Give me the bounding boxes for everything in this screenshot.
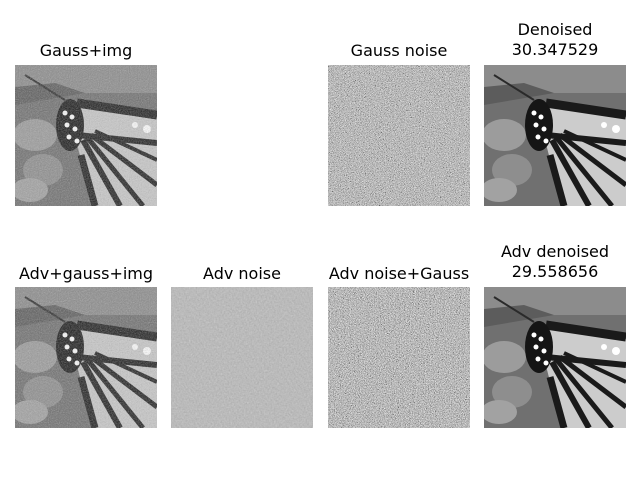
adv-gauss-img-image <box>15 287 157 428</box>
denoised-image <box>484 65 626 206</box>
adv-noise-image <box>171 287 313 428</box>
noise-overlay <box>15 65 157 206</box>
panel-title-gauss-img: Gauss+img <box>39 41 133 60</box>
panel-title-adv-noise-gauss: Adv noise+Gauss <box>328 264 470 283</box>
noise-overlay <box>15 287 157 428</box>
panel-title-adv-noise: Adv noise <box>203 264 281 283</box>
gauss-img-image <box>15 65 157 206</box>
panel-title-gauss-noise: Gauss noise <box>350 41 448 60</box>
adv-denoised-image <box>484 287 626 428</box>
butterfly-art <box>484 65 626 206</box>
noise-pattern <box>328 287 470 428</box>
panel-title-adv-denoised: Adv denoised 29.558656 <box>500 242 610 281</box>
panel-title-adv-gauss-img: Adv+gauss+img <box>18 264 154 283</box>
panel-title-denoised: Denoised 30.347529 <box>511 20 599 59</box>
noise-pattern <box>328 65 470 206</box>
gauss-noise-image <box>328 65 470 206</box>
butterfly-art <box>484 287 626 428</box>
adv-noise-gauss-image <box>328 287 470 428</box>
noise-pattern <box>171 287 313 428</box>
